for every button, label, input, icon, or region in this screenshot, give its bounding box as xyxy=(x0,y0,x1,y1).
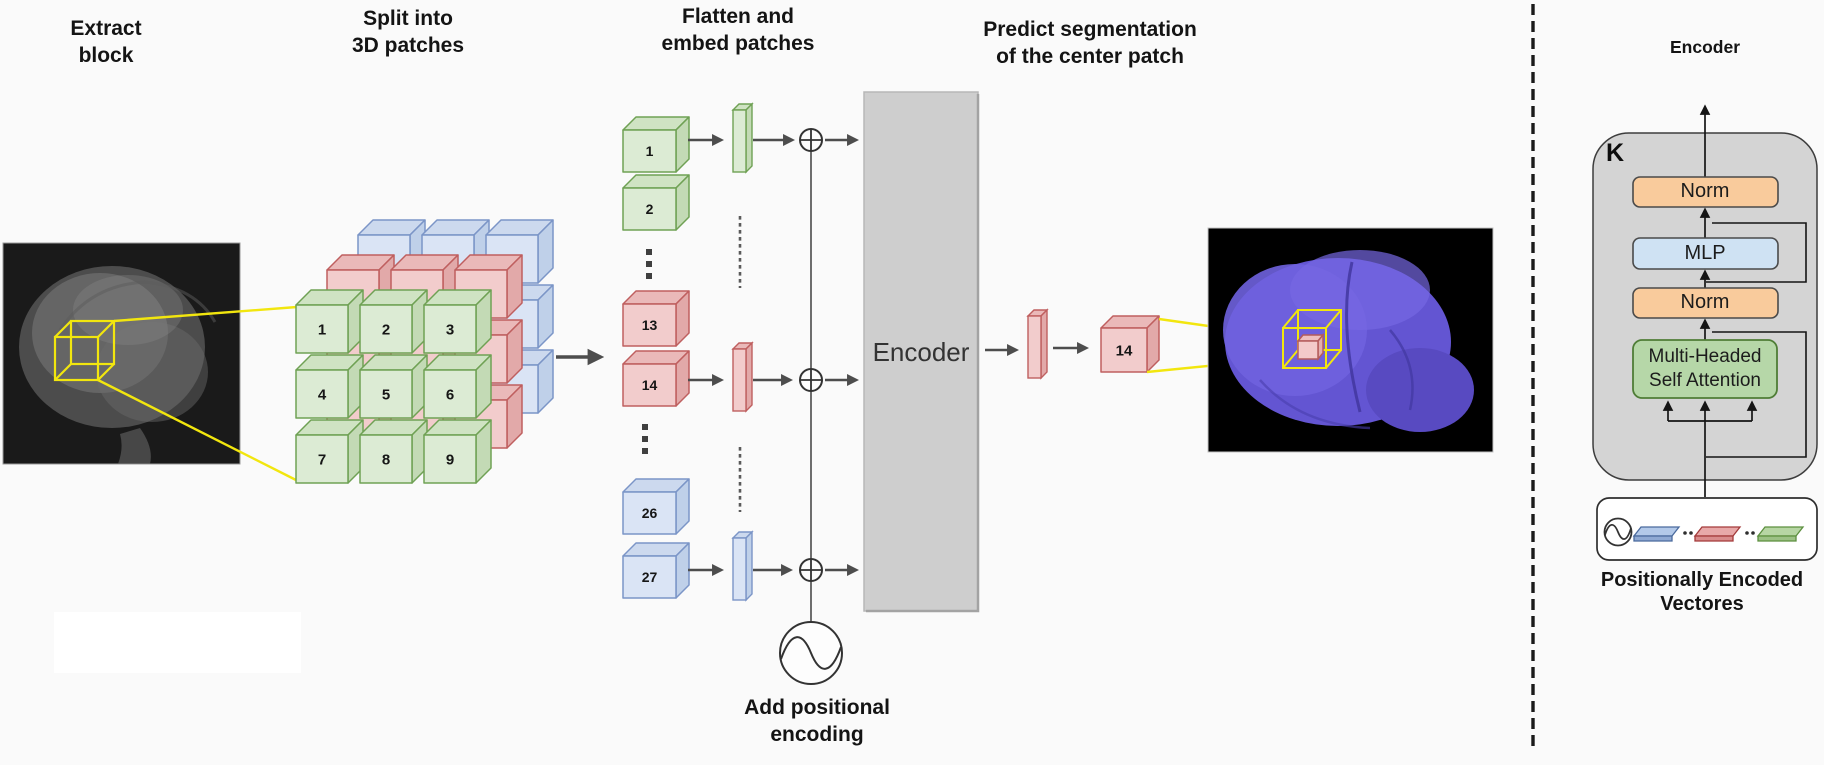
title-line: of the center patch xyxy=(996,45,1184,68)
patch-number: 1 xyxy=(646,143,654,159)
predicted-patch-cube: 14 xyxy=(1100,315,1160,373)
patch-cube-2: 2 xyxy=(359,289,428,354)
patch-number: 8 xyxy=(382,451,390,468)
mri-brain-image xyxy=(2,242,241,465)
patch-cube-4: 4 xyxy=(295,354,364,419)
title-line: 3D patches xyxy=(351,34,465,57)
encoder-box xyxy=(863,91,980,613)
patch-cube-14: 14 xyxy=(622,350,690,407)
segmentation-brain-image xyxy=(1207,227,1494,453)
ellipsis-dots xyxy=(642,249,652,454)
extract-cube-wireframe xyxy=(53,319,116,382)
patch-number: 1 xyxy=(318,321,326,338)
patch-cube-2: 2 xyxy=(622,174,690,231)
title-encoder-detail: Encoder xyxy=(1669,37,1741,57)
embedded-vector-green xyxy=(731,102,754,174)
label-positionally-encoded: Positionally Encoded Vectores xyxy=(1601,568,1803,616)
norm-bottom-block xyxy=(1632,287,1779,319)
title-line: Flatten and xyxy=(681,5,795,28)
sine-wave-icon xyxy=(779,621,843,685)
patch-cube-7: 7 xyxy=(295,419,364,484)
mlp-label: MLP xyxy=(1684,242,1726,264)
norm-top-block xyxy=(1632,176,1779,208)
norm-top-label: Norm xyxy=(1680,180,1730,202)
patch-cube-1: 1 xyxy=(622,116,690,173)
patch-cube-6: 6 xyxy=(423,354,492,419)
pe-vector-slab-red xyxy=(1693,526,1742,542)
patch-cube-13: 13 xyxy=(622,290,690,347)
msa-block xyxy=(1632,339,1778,399)
pe-vector-slab-green xyxy=(1756,526,1805,542)
title-extract-block: Extract block xyxy=(70,15,141,69)
title-line: Positionally Encoded xyxy=(1600,569,1804,591)
title-split-patches: Split into 3D patches xyxy=(352,5,464,59)
norm-bottom-label: Norm xyxy=(1680,291,1730,313)
patch-cube-27: 27 xyxy=(622,542,690,599)
title-line: Add positional xyxy=(744,696,890,719)
msa-label: Multi-Headed Self Attention xyxy=(1649,345,1762,393)
zoom-guide-bottom xyxy=(97,378,297,482)
sine-wave-icon-small xyxy=(1603,517,1633,547)
pe-dots xyxy=(1683,531,1755,535)
embedded-vector-blue xyxy=(731,530,754,602)
patch-cube-8: 8 xyxy=(359,419,428,484)
title-line: Predict segmentation xyxy=(983,18,1197,41)
plus-circle-icon xyxy=(799,128,823,152)
zoom-guide-top xyxy=(113,305,298,323)
patch-number: 9 xyxy=(446,451,454,468)
patch-cube-26: 26 xyxy=(622,478,690,535)
title-flatten-embed: Flatten and embed patches xyxy=(662,3,815,57)
predicted-patch-on-brain xyxy=(1296,332,1325,362)
patch-number: 7 xyxy=(318,451,326,468)
patch-number: 5 xyxy=(382,386,390,403)
title-line: Split into xyxy=(363,7,453,30)
embedded-vector-red xyxy=(731,341,754,413)
patch-number: 6 xyxy=(446,386,454,403)
patch-cube-14: 14 xyxy=(1100,315,1160,373)
title-line: block xyxy=(78,44,134,67)
title-line: encoding xyxy=(770,723,864,746)
embedded-vector-bars xyxy=(731,102,1049,602)
patch-cube-9: 9 xyxy=(423,419,492,484)
plus-circle-icon xyxy=(799,368,823,392)
patch-grid-3d: 1 2 3 4 5 6 7 8 9 xyxy=(295,219,554,484)
title-line: Multi-Headed xyxy=(1648,346,1762,367)
patch-number: 14 xyxy=(1116,342,1133,359)
circled-plus-icons xyxy=(799,128,823,582)
patch-cube-1: 1 xyxy=(295,289,364,354)
title-line: embed patches xyxy=(661,32,815,55)
patch-number: 2 xyxy=(646,201,654,217)
title-line: Extract xyxy=(70,17,142,40)
encoder-detail xyxy=(1592,104,1818,561)
title-add-positional: Add positional encoding xyxy=(744,694,890,748)
plus-circle-icon xyxy=(799,558,823,582)
encoder-output-vector xyxy=(1026,308,1049,380)
patch-number: 13 xyxy=(642,317,658,333)
title-line: Vectores xyxy=(1660,593,1744,615)
patch-number: 26 xyxy=(642,505,658,521)
pe-vector-slab-blue xyxy=(1632,526,1681,542)
residual-skip-mlp xyxy=(1706,222,1807,283)
blank-patch xyxy=(54,612,301,673)
patch-cube-5: 5 xyxy=(359,354,428,419)
k-label: K xyxy=(1606,139,1625,167)
patch-number: 3 xyxy=(446,321,454,338)
mlp-block xyxy=(1632,237,1779,270)
encoder-box-label: Encoder xyxy=(872,337,970,367)
flow-arrows xyxy=(688,134,1089,576)
residual-skip-msa xyxy=(1706,331,1807,458)
patch-number: 14 xyxy=(642,377,658,393)
patch-number: 4 xyxy=(318,386,327,403)
patch-number: 27 xyxy=(642,569,658,585)
title-predict-segmentation: Predict segmentation of the center patch xyxy=(983,16,1197,70)
patch-number: 2 xyxy=(382,321,390,338)
patch-cube-3: 3 xyxy=(423,289,492,354)
title-line: Self Attention xyxy=(1649,370,1761,391)
